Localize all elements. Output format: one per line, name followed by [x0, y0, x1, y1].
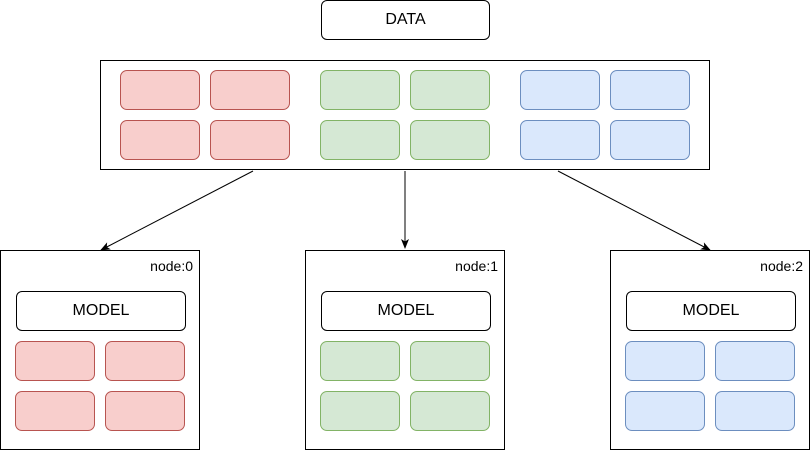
node-1-shard-4: [410, 391, 490, 431]
node-2-model-label: MODEL: [682, 302, 740, 319]
data-shard-green-3: [320, 120, 400, 160]
data-shard-red-1: [120, 70, 200, 110]
node-2-shard-1: [625, 341, 705, 381]
data-shard-red-4: [210, 120, 290, 160]
data-title-label: DATA: [385, 11, 426, 28]
node-1-model-box: MODEL: [321, 291, 491, 331]
node-0-shard-2: [105, 341, 185, 381]
data-shard-blue-4: [610, 120, 690, 160]
node-2-shard-2: [715, 341, 795, 381]
node-1-shard-1: [320, 341, 400, 381]
node-0-model-box: MODEL: [16, 291, 186, 331]
node-2-label: node:2: [760, 258, 803, 274]
node-0-label: node:0: [150, 258, 193, 274]
node-2-shard-4: [715, 391, 795, 431]
node-1-shard-2: [410, 341, 490, 381]
data-shard-blue-2: [610, 70, 690, 110]
node-0-shard-4: [105, 391, 185, 431]
node-1-shard-3: [320, 391, 400, 431]
node-0-box: node:0 MODEL: [0, 250, 200, 450]
data-container: [100, 60, 710, 170]
node-2-shard-3: [625, 391, 705, 431]
node-2-model-box: MODEL: [626, 291, 796, 331]
node-1-box: node:1 MODEL: [305, 250, 505, 450]
data-shard-green-2: [410, 70, 490, 110]
node-2-box: node:2 MODEL: [610, 250, 810, 450]
data-shard-green-4: [410, 120, 490, 160]
node-1-model-label: MODEL: [377, 302, 435, 319]
node-0-shard-3: [15, 391, 95, 431]
node-0-shard-1: [15, 341, 95, 381]
arrow-to-node-0: [100, 170, 254, 251]
data-shard-red-3: [120, 120, 200, 160]
node-0-model-label: MODEL: [72, 302, 130, 319]
arrow-to-node-2: [557, 170, 711, 251]
data-shard-green-1: [320, 70, 400, 110]
data-shard-red-2: [210, 70, 290, 110]
data-title-box: DATA: [321, 0, 490, 40]
data-shard-blue-3: [520, 120, 600, 160]
node-1-label: node:1: [455, 258, 498, 274]
data-shard-blue-1: [520, 70, 600, 110]
